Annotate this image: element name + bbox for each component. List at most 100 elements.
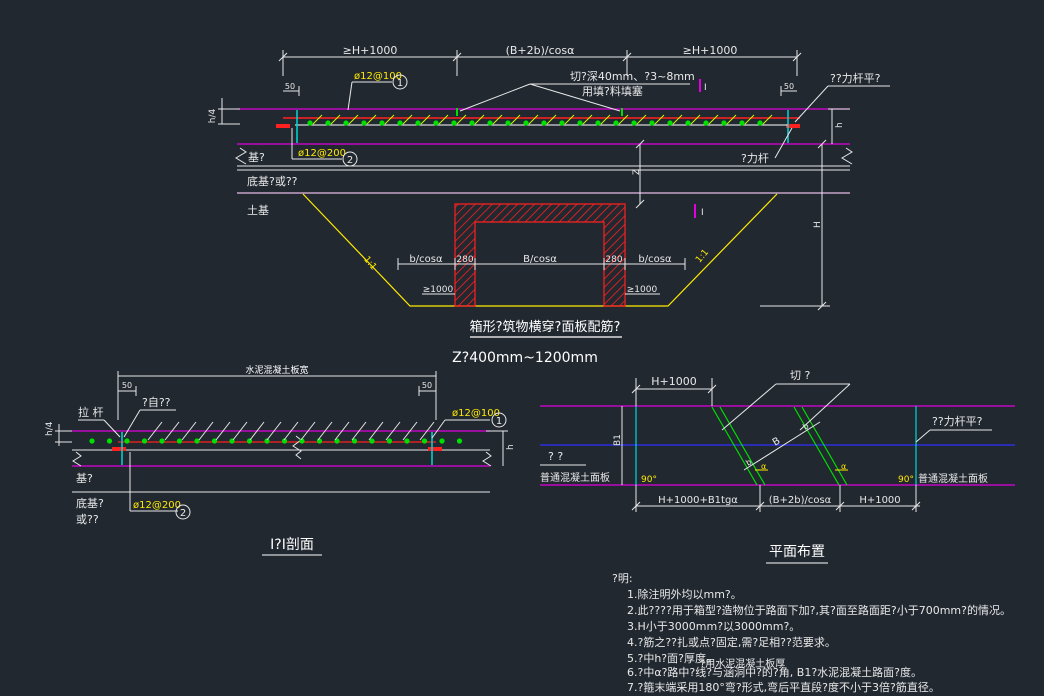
b280-right: 280 <box>605 255 622 265</box>
rebar-dot <box>469 120 475 126</box>
rebar-tie <box>351 421 367 441</box>
soil-label: 土基 <box>247 204 269 217</box>
cut-note-leader <box>459 83 690 112</box>
notes-block: ?明: 1.除注明外均以mm?。 2.此????用于箱型?造物位于路面下加?,其… <box>612 572 1011 694</box>
rebar-tie <box>249 421 265 441</box>
section-callout-1: 1 <box>496 416 502 427</box>
bar-top-leader <box>347 81 392 111</box>
h4-dimension <box>218 98 240 125</box>
rebar-dot <box>703 120 709 126</box>
B1-label: B1 <box>613 434 623 446</box>
section-subbase-1: 底基? <box>76 496 104 510</box>
break-symbol-left <box>235 147 247 165</box>
rebar-tie <box>368 421 384 441</box>
bar-bottom-label: ø12@200 <box>298 148 346 159</box>
b-label-1: b <box>744 457 753 467</box>
dim-right-label: ≥H+1000 <box>683 44 738 57</box>
rebar-dot <box>176 438 183 444</box>
rebar-dot <box>351 438 358 444</box>
rebar-dot <box>541 120 547 126</box>
rebar-dot <box>439 438 445 444</box>
excavation-outline <box>302 193 778 307</box>
top-rebar-dots <box>307 120 763 126</box>
section-base-label: 基? <box>76 472 93 485</box>
rebar-tie <box>181 421 197 441</box>
rebar-tie <box>420 114 431 125</box>
section-dimension-lines <box>117 371 437 420</box>
section-h-label: h <box>506 444 516 450</box>
rebar-dot <box>397 120 403 126</box>
slab-left: 普通混凝土面板 <box>540 471 610 484</box>
rebar-dot <box>456 438 463 444</box>
rebar-dot <box>281 438 288 444</box>
section-callout-circle-1 <box>491 412 507 428</box>
rebar-dot <box>325 120 331 126</box>
rebar-dot <box>386 438 393 444</box>
top-dimension-line <box>278 50 802 76</box>
rebar-dot <box>194 438 200 444</box>
rebar-tie <box>300 421 316 441</box>
dim-left-label: ≥H+1000 <box>343 44 398 57</box>
box-culvert <box>454 203 626 307</box>
plan-B-dimension <box>743 421 821 471</box>
section-h-dimensions <box>55 424 508 466</box>
plan-dim-bottom-2: (B+2b)/cosα <box>769 495 832 506</box>
rebar-dot <box>89 438 95 444</box>
rebar-dot <box>421 438 428 444</box>
plan-skew-strips <box>711 406 848 486</box>
h-label: h <box>835 122 845 128</box>
rebar-dot <box>141 438 148 444</box>
plan-title: 平面布置 <box>769 544 825 560</box>
rebar-tie <box>348 114 359 125</box>
rebar-dot <box>415 120 421 126</box>
section-break-left <box>72 451 82 467</box>
rebar-tie <box>618 114 629 125</box>
rebar-tie <box>474 114 485 125</box>
section-callout-2: 2 <box>180 508 186 519</box>
section-slab-lines <box>72 430 490 467</box>
break-symbol-right <box>841 147 853 165</box>
rebar-tie <box>147 421 163 441</box>
rebar-tie <box>456 114 467 125</box>
sec-dim-50-right: 50 <box>422 381 432 390</box>
plan-dim-bottom-1: H+1000+B1tgα <box>658 495 738 506</box>
top-rebar-ties <box>312 114 773 125</box>
rebar-tie <box>402 421 418 441</box>
callout-2: 2 <box>347 155 353 166</box>
bar-top-label: ø12@100 <box>354 71 402 82</box>
rebar-tie <box>582 114 593 125</box>
callout-circle-2 <box>342 151 358 167</box>
plan-dim-top: H+1000 <box>651 375 696 388</box>
cyan-tie-markers <box>296 110 789 143</box>
alpha-1: α <box>761 462 766 471</box>
dim-50-marks <box>283 86 797 96</box>
top-title: 箱形?筑物横穿?面板配筋? <box>470 319 621 335</box>
plan-view: α α B b b H+1000 切 ? <box>540 369 1015 564</box>
plan-edge-lines <box>540 405 1015 486</box>
rebar-dot <box>505 120 511 126</box>
plan-top-dimension <box>631 378 717 406</box>
rebar-dot <box>577 120 583 126</box>
z-dimension <box>635 139 645 209</box>
section-mark-bottom: I <box>701 208 704 218</box>
rebar-tie <box>726 114 737 125</box>
section-break-right <box>482 451 492 467</box>
free-label: ?自?? <box>142 396 171 409</box>
notes-header: ?明: <box>612 572 633 585</box>
tie-bar-label: ?力杆 <box>741 151 769 165</box>
plan-bottom-dimension <box>631 485 921 512</box>
section-cyan-markers <box>121 432 433 465</box>
depth-note: Z?400mm~1200mm <box>452 350 598 366</box>
ge1000-left: ≥1000 <box>423 285 454 295</box>
tie-bar-end-left <box>276 124 290 128</box>
ge1000-right: ≥1000 <box>627 285 658 295</box>
rebar-dot <box>264 438 270 444</box>
tie-bar-top-label: ??力杆平? <box>830 71 881 85</box>
section-tie-left <box>112 447 126 451</box>
tie-bar-leader <box>774 85 890 159</box>
rebar-dot <box>159 438 165 444</box>
angle-right: 90° <box>898 475 914 485</box>
tie-bar-end-right <box>786 124 800 128</box>
sec-dim-50-left: 50 <box>122 381 132 390</box>
